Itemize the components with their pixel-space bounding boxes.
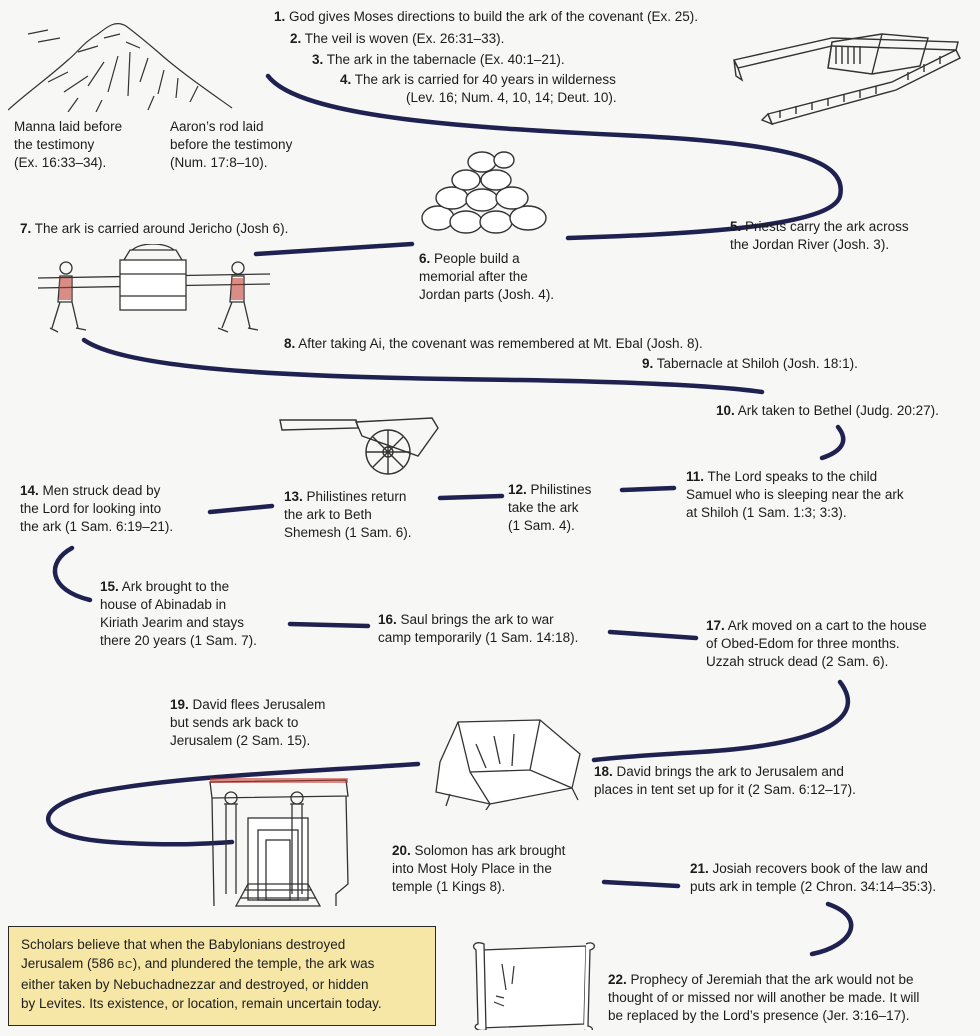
- path-segment-20-21: [601, 879, 681, 889]
- event-3: 3. The ark in the tabernacle (Ex. 40:1–2…: [312, 52, 565, 67]
- path-segment-10: [819, 424, 846, 461]
- event-16: 16. Saul brings the ark to war camp temp…: [378, 612, 579, 645]
- aarons-rod-caption: Aaron’s rod laid before the testimony (N…: [170, 119, 293, 170]
- event-18: 18. David brings the ark to Jerusalem an…: [594, 764, 856, 797]
- stone-memorial-illustration: [421, 151, 547, 234]
- tent-illustration: [435, 719, 581, 810]
- event-14: 14. Men struck dead by the Lord for look…: [20, 483, 174, 534]
- cart-illustration: [279, 417, 439, 475]
- path-segment-7-8: [81, 337, 765, 395]
- event-19: 19. David flees Jerusalem but sends ark …: [170, 697, 326, 748]
- note-line-4: by Levites. Its existence, or location, …: [21, 996, 382, 1011]
- event-4: 4. The ark is carried for 40 years in wi…: [340, 72, 617, 105]
- event-20: 20. Solomon has ark brought into Most Ho…: [392, 843, 566, 894]
- event-1: 1. God gives Moses directions to build t…: [274, 9, 698, 24]
- note-line-2: Jerusalem (586 BC), and plundered the te…: [21, 956, 375, 971]
- path-segment-21-22: [809, 901, 854, 957]
- event-12: 12. Philistines take the ark (1 Sam. 4).: [508, 482, 592, 533]
- path-segment-19-20: [46, 761, 421, 847]
- event-15: 15. Ark brought to the house of Abinadab…: [100, 579, 257, 648]
- event-5: 5. Priests carry the ark across the Jord…: [730, 219, 909, 252]
- scroll-illustration: [472, 942, 595, 1030]
- event-13: 13. Philistines return the ark to Beth S…: [284, 489, 412, 540]
- event-7: 7. The ark is carried around Jericho (Jo…: [20, 221, 289, 236]
- event-2: 2. The veil is woven (Ex. 26:31–33).: [290, 31, 505, 46]
- event-9: 9. Tabernacle at Shiloh (Josh. 18:1).: [642, 356, 858, 371]
- event-10: 10. Ark taken to Bethel (Judg. 20:27).: [716, 403, 939, 418]
- event-21: 21. Josiah recovers book of the law and …: [690, 861, 937, 894]
- path-segment-17-18: [591, 679, 851, 763]
- path-segment-13-14: [207, 503, 275, 515]
- event-11: 11. The Lord speaks to the child Samuel …: [686, 469, 904, 520]
- event-8: 8. After taking Ai, the covenant was rem…: [284, 336, 703, 351]
- event-6: 6. People build a memorial after the Jor…: [419, 251, 555, 302]
- path-segment-12-13: [437, 493, 505, 501]
- path-segment-4-5: [265, 73, 843, 241]
- temple-illustration: [209, 778, 349, 907]
- path-segment-16-17: [607, 629, 699, 641]
- event-22: 22. Prophecy of Jeremiah that the ark wo…: [608, 972, 920, 1023]
- note-line-3: either taken by Nebuchadnezzar and destr…: [21, 977, 369, 992]
- note-line-1: Scholars believe that when the Babylonia…: [21, 937, 346, 952]
- scholars-note: Scholars believe that when the Babylonia…: [8, 926, 436, 1026]
- path-segment-15-16: [287, 621, 371, 629]
- path-segment-14-15: [52, 545, 93, 603]
- event-17: 17. Ark moved on a cart to the house of …: [706, 618, 927, 669]
- mountain-illustration: [8, 22, 233, 112]
- tabernacle-illustration: [732, 33, 961, 126]
- ark-bearers-illustration: [38, 244, 270, 333]
- era-label: BC: [117, 960, 133, 971]
- manna-caption: Manna laid before the testimony (Ex. 16:…: [14, 119, 123, 170]
- path-segment-6-7: [253, 241, 415, 257]
- path-segment-11-12: [619, 485, 677, 493]
